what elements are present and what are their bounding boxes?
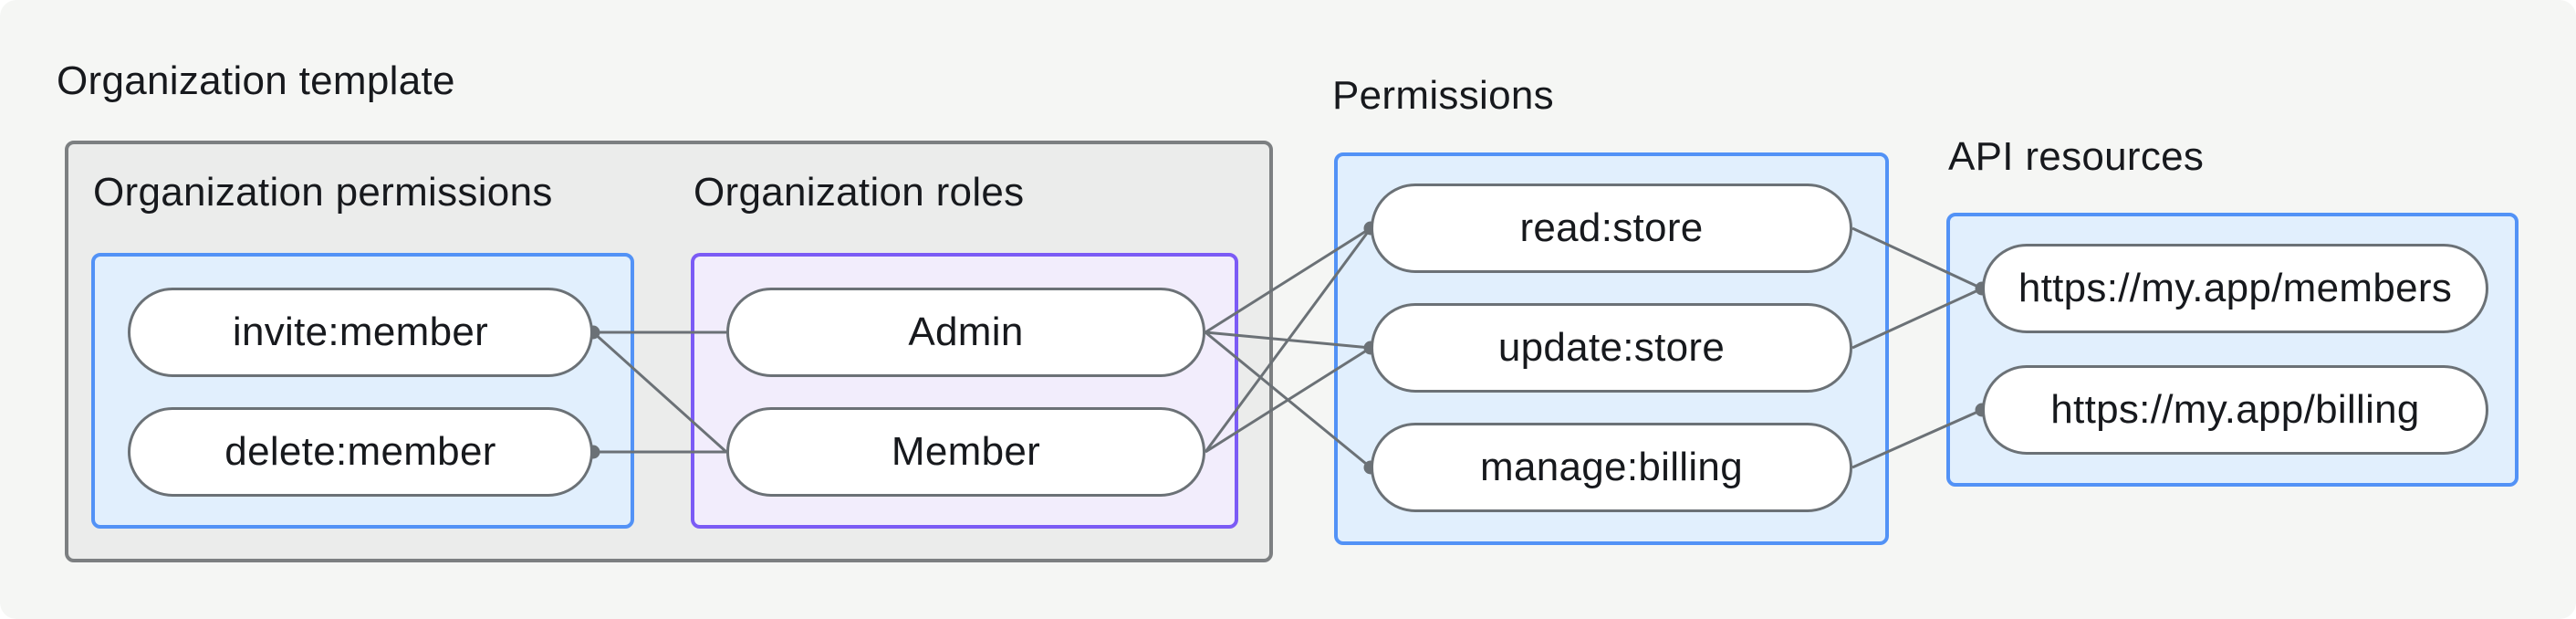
node-delete-member: delete:member	[128, 407, 593, 497]
node-admin-role: Admin	[726, 288, 1205, 377]
node-api-members: https://my.app/members	[1982, 244, 2488, 333]
edge-member-read	[1204, 227, 1372, 453]
org-permissions-label: Organization permissions	[93, 170, 553, 215]
node-api-billing: https://my.app/billing	[1982, 365, 2488, 455]
node-update-store: update:store	[1371, 303, 1852, 393]
node-member-role: Member	[726, 407, 1205, 497]
node-manage-billing: manage:billing	[1371, 423, 1852, 512]
permissions-label: Permissions	[1332, 73, 1554, 118]
node-invite-member: invite:member	[128, 288, 593, 377]
node-read-store: read:store	[1371, 184, 1852, 273]
edge-update-members	[1851, 287, 1983, 350]
org-template-label: Organization template	[57, 58, 455, 103]
edge-manage-billing	[1851, 408, 1983, 469]
edge-invite-member	[591, 330, 728, 454]
edge-member-update	[1205, 346, 1371, 454]
edge-read-members	[1851, 226, 1983, 290]
api-resources-label: API resources	[1948, 134, 2205, 179]
org-roles-label: Organization roles	[694, 170, 1025, 215]
edge-admin-read	[1205, 226, 1371, 334]
